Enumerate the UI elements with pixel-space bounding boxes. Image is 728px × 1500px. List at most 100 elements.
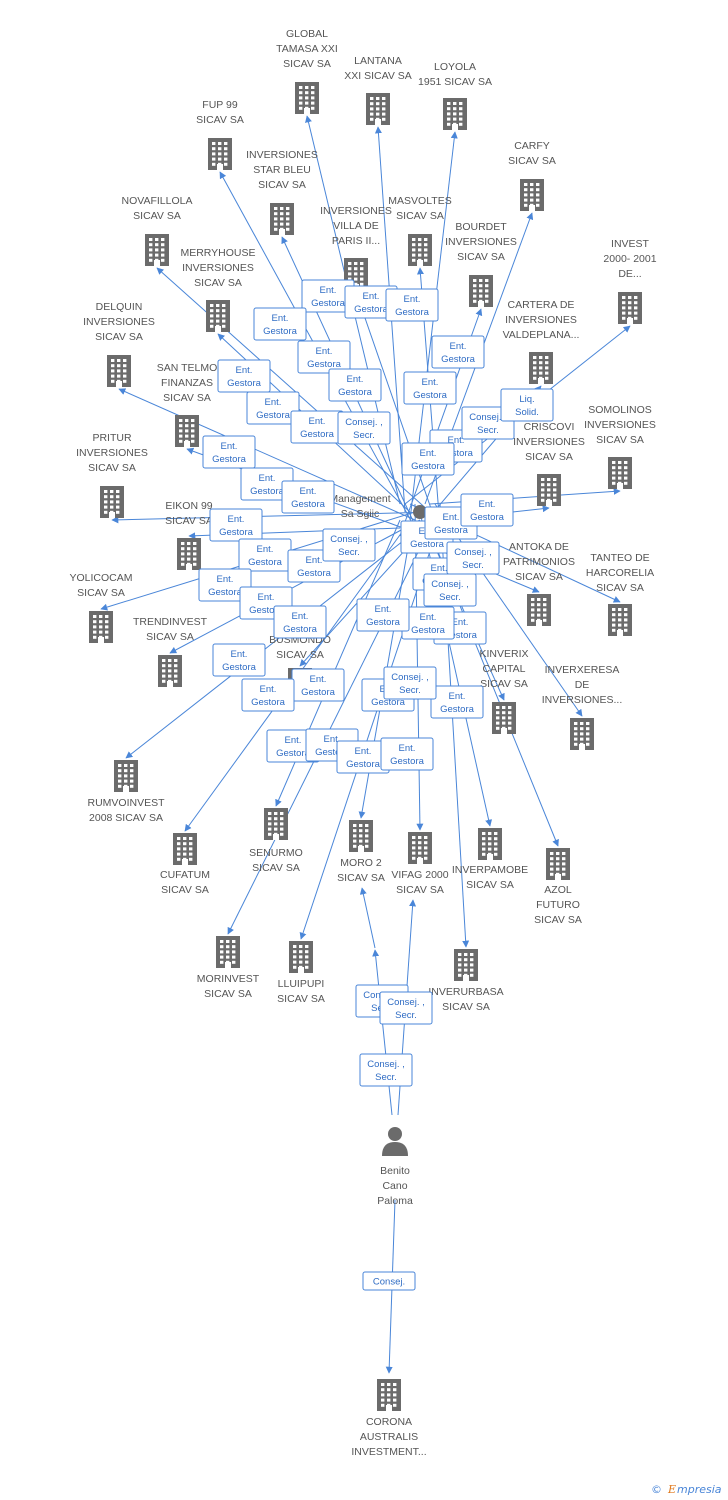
building-icon[interactable] — [107, 355, 131, 387]
building-icon[interactable] — [173, 833, 197, 865]
building-icon[interactable] — [408, 832, 432, 864]
building-icon[interactable] — [145, 234, 169, 266]
building-icon[interactable] — [175, 415, 199, 447]
badge-ent-gestora[interactable]: Ent.Gestora — [238, 538, 292, 572]
building-icon[interactable] — [492, 702, 516, 734]
company-node-cartera[interactable]: CARTERA DEINVERSIONESVALDEPLANA... — [503, 299, 580, 384]
badge-ent-gestora[interactable]: Ent.Gestora — [401, 442, 455, 476]
building-icon[interactable] — [114, 760, 138, 792]
building-icon[interactable] — [158, 655, 182, 687]
building-icon[interactable] — [608, 457, 632, 489]
building-icon[interactable] — [527, 594, 551, 626]
badge-ent-gestora[interactable]: Ent.Gestora — [217, 359, 271, 393]
building-icon[interactable] — [100, 486, 124, 518]
badge-ent-gestora[interactable]: Ent.Gestora — [380, 737, 434, 771]
building-icon[interactable] — [529, 352, 553, 384]
badge-ent-gestora[interactable]: Ent.Gestora — [356, 598, 410, 632]
company-node-inverxeresa[interactable]: INVERXERESADEINVERSIONES... — [542, 664, 623, 750]
badge-ent-gestora[interactable]: Ent.Gestora — [403, 371, 457, 405]
building-icon[interactable] — [537, 474, 561, 506]
building-icon[interactable] — [520, 179, 544, 211]
building-icon[interactable] — [478, 828, 502, 860]
building-icon[interactable] — [89, 611, 113, 643]
badge-consej-secr[interactable]: Consej. ,Secr. — [379, 991, 433, 1025]
building-icon[interactable] — [570, 718, 594, 750]
building-icon[interactable] — [443, 98, 467, 130]
building-icon[interactable] — [408, 234, 432, 266]
company-node-corona[interactable]: CORONAAUSTRALISINVESTMENT... — [351, 1379, 427, 1458]
badge-ent-gestora[interactable]: Ent.Gestora — [297, 340, 351, 374]
building-icon[interactable] — [295, 82, 319, 114]
badge-consej[interactable]: Consej. — [362, 1271, 416, 1291]
badge-consej-secr[interactable]: Consej. ,Secr. — [383, 666, 437, 700]
building-icon[interactable] — [208, 138, 232, 170]
building-icon[interactable] — [366, 93, 390, 125]
badge-ent-gestora[interactable]: Ent.Gestora — [385, 288, 439, 322]
badge-ent-gestora[interactable]: Ent.Gestora — [401, 606, 455, 640]
badge-ent-gestora[interactable]: Ent.Gestora — [281, 480, 335, 514]
badge-ent-gestora[interactable]: Ent.Gestora — [198, 568, 252, 602]
badge-ent-gestora[interactable]: Ent.Gestora — [253, 307, 307, 341]
badge-ent-gestora[interactable]: Ent.Gestora — [290, 410, 344, 444]
building-icon[interactable] — [289, 941, 313, 973]
badge-ent-gestora[interactable]: Ent.Gestora — [241, 678, 295, 712]
building-icon[interactable] — [546, 848, 570, 880]
badge-ent-gestora[interactable]: Ent.Gestora — [431, 335, 485, 369]
badge-ent-gestora[interactable]: Ent.Gestora — [209, 508, 263, 542]
badge-ent-gestora[interactable]: Ent.Gestora — [430, 685, 484, 719]
badge-consej-secr[interactable]: Consej. ,Secr. — [423, 573, 477, 607]
building-icon[interactable] — [454, 949, 478, 981]
building-icon[interactable] — [469, 275, 493, 307]
building-icon[interactable] — [618, 292, 642, 324]
badge-ent-gestora[interactable]: Ent.Gestora — [344, 285, 398, 319]
building-icon[interactable] — [206, 300, 230, 332]
building-icon[interactable] — [264, 808, 288, 840]
building-icon[interactable] — [349, 820, 373, 852]
badge-ent-gestora[interactable]: Ent.Gestora — [202, 435, 256, 469]
badge-consej-secr[interactable]: Consej. ,Secr. — [446, 541, 500, 575]
badge-ent-gestora[interactable]: Ent.Gestora — [273, 605, 327, 639]
building-icon[interactable] — [377, 1379, 401, 1411]
badge-liq-solid[interactable]: Liq.Solid. — [500, 388, 554, 422]
badge-consej-secr[interactable]: Consej. ,Secr. — [322, 528, 376, 562]
building-icon[interactable] — [608, 604, 632, 636]
building-icon[interactable] — [177, 538, 201, 570]
badge-consej-secr[interactable]: Consej. ,Secr. — [337, 411, 391, 445]
building-icon[interactable] — [216, 936, 240, 968]
badge-ent-gestora[interactable]: Ent.Gestora — [460, 493, 514, 527]
building-icon[interactable] — [270, 203, 294, 235]
badge-ent-gestora[interactable]: Ent.Gestora — [328, 368, 382, 402]
